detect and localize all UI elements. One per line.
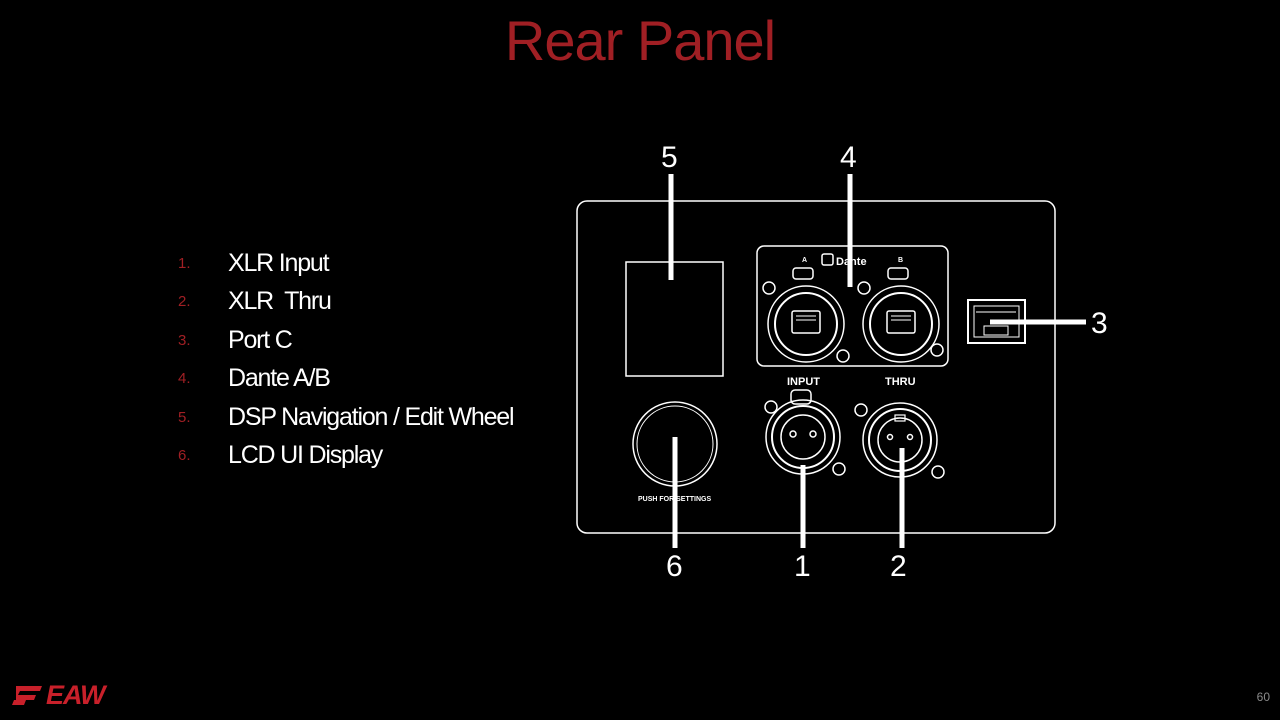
panel-outline <box>576 200 1056 534</box>
eaw-logo-mark-icon <box>12 686 42 705</box>
legend-label: XLR Thru <box>228 287 332 316</box>
dante-a-port <box>762 267 850 363</box>
callout-6: 6 <box>666 550 683 583</box>
dante-b-label: B <box>898 257 903 264</box>
dante-logo-icon <box>821 253 834 266</box>
callout-4: 4 <box>840 141 857 174</box>
legend-number: 3. <box>178 331 191 349</box>
lcd-display <box>625 261 724 377</box>
eaw-logo-text: EAW <box>46 680 106 710</box>
callout-3: 3 <box>1091 307 1108 340</box>
legend-item: 1. XLR Input <box>178 244 513 283</box>
dante-a-label: A <box>802 257 807 264</box>
legend-item: 2. XLR Thru <box>178 283 513 322</box>
thru-label: THRU <box>885 376 916 388</box>
callout-5: 5 <box>661 141 678 174</box>
slide-title: Rear Panel <box>504 9 776 72</box>
page-number: 60 <box>1256 690 1270 704</box>
callout-2: 2 <box>890 550 907 583</box>
legend-item: 3. Port C <box>178 321 513 360</box>
legend-number: 1. <box>178 254 191 272</box>
legend-number: 6. <box>178 447 191 465</box>
legend-number: 4. <box>178 370 191 388</box>
legend-item: 5. DSP Navigation / Edit Wheel <box>178 398 515 437</box>
legend-label: Port C <box>228 325 293 354</box>
xlr-input-connector <box>764 389 846 476</box>
dante-b-port <box>857 267 944 363</box>
rear-panel-diagram: Dante A B PUSH FOR SETTINGS INPUT <box>576 141 1108 583</box>
input-label: INPUT <box>787 376 820 388</box>
legend-item: 4. Dante A/B <box>178 360 513 399</box>
callout-1: 1 <box>794 550 811 583</box>
legend-number: 2. <box>178 293 191 311</box>
legend-number: 5. <box>178 408 191 426</box>
component-legend: 1. XLR Input 2. XLR Thru 3. Port C 4. Da… <box>178 244 515 476</box>
legend-label: LCD UI Display <box>228 441 383 470</box>
legend-item: 6. LCD UI Display <box>178 437 513 476</box>
legend-label: XLR Input <box>228 248 330 277</box>
legend-label: Dante A/B <box>228 364 331 393</box>
eaw-logo: EAW <box>12 680 106 711</box>
legend-label: DSP Navigation / Edit Wheel <box>228 402 515 431</box>
